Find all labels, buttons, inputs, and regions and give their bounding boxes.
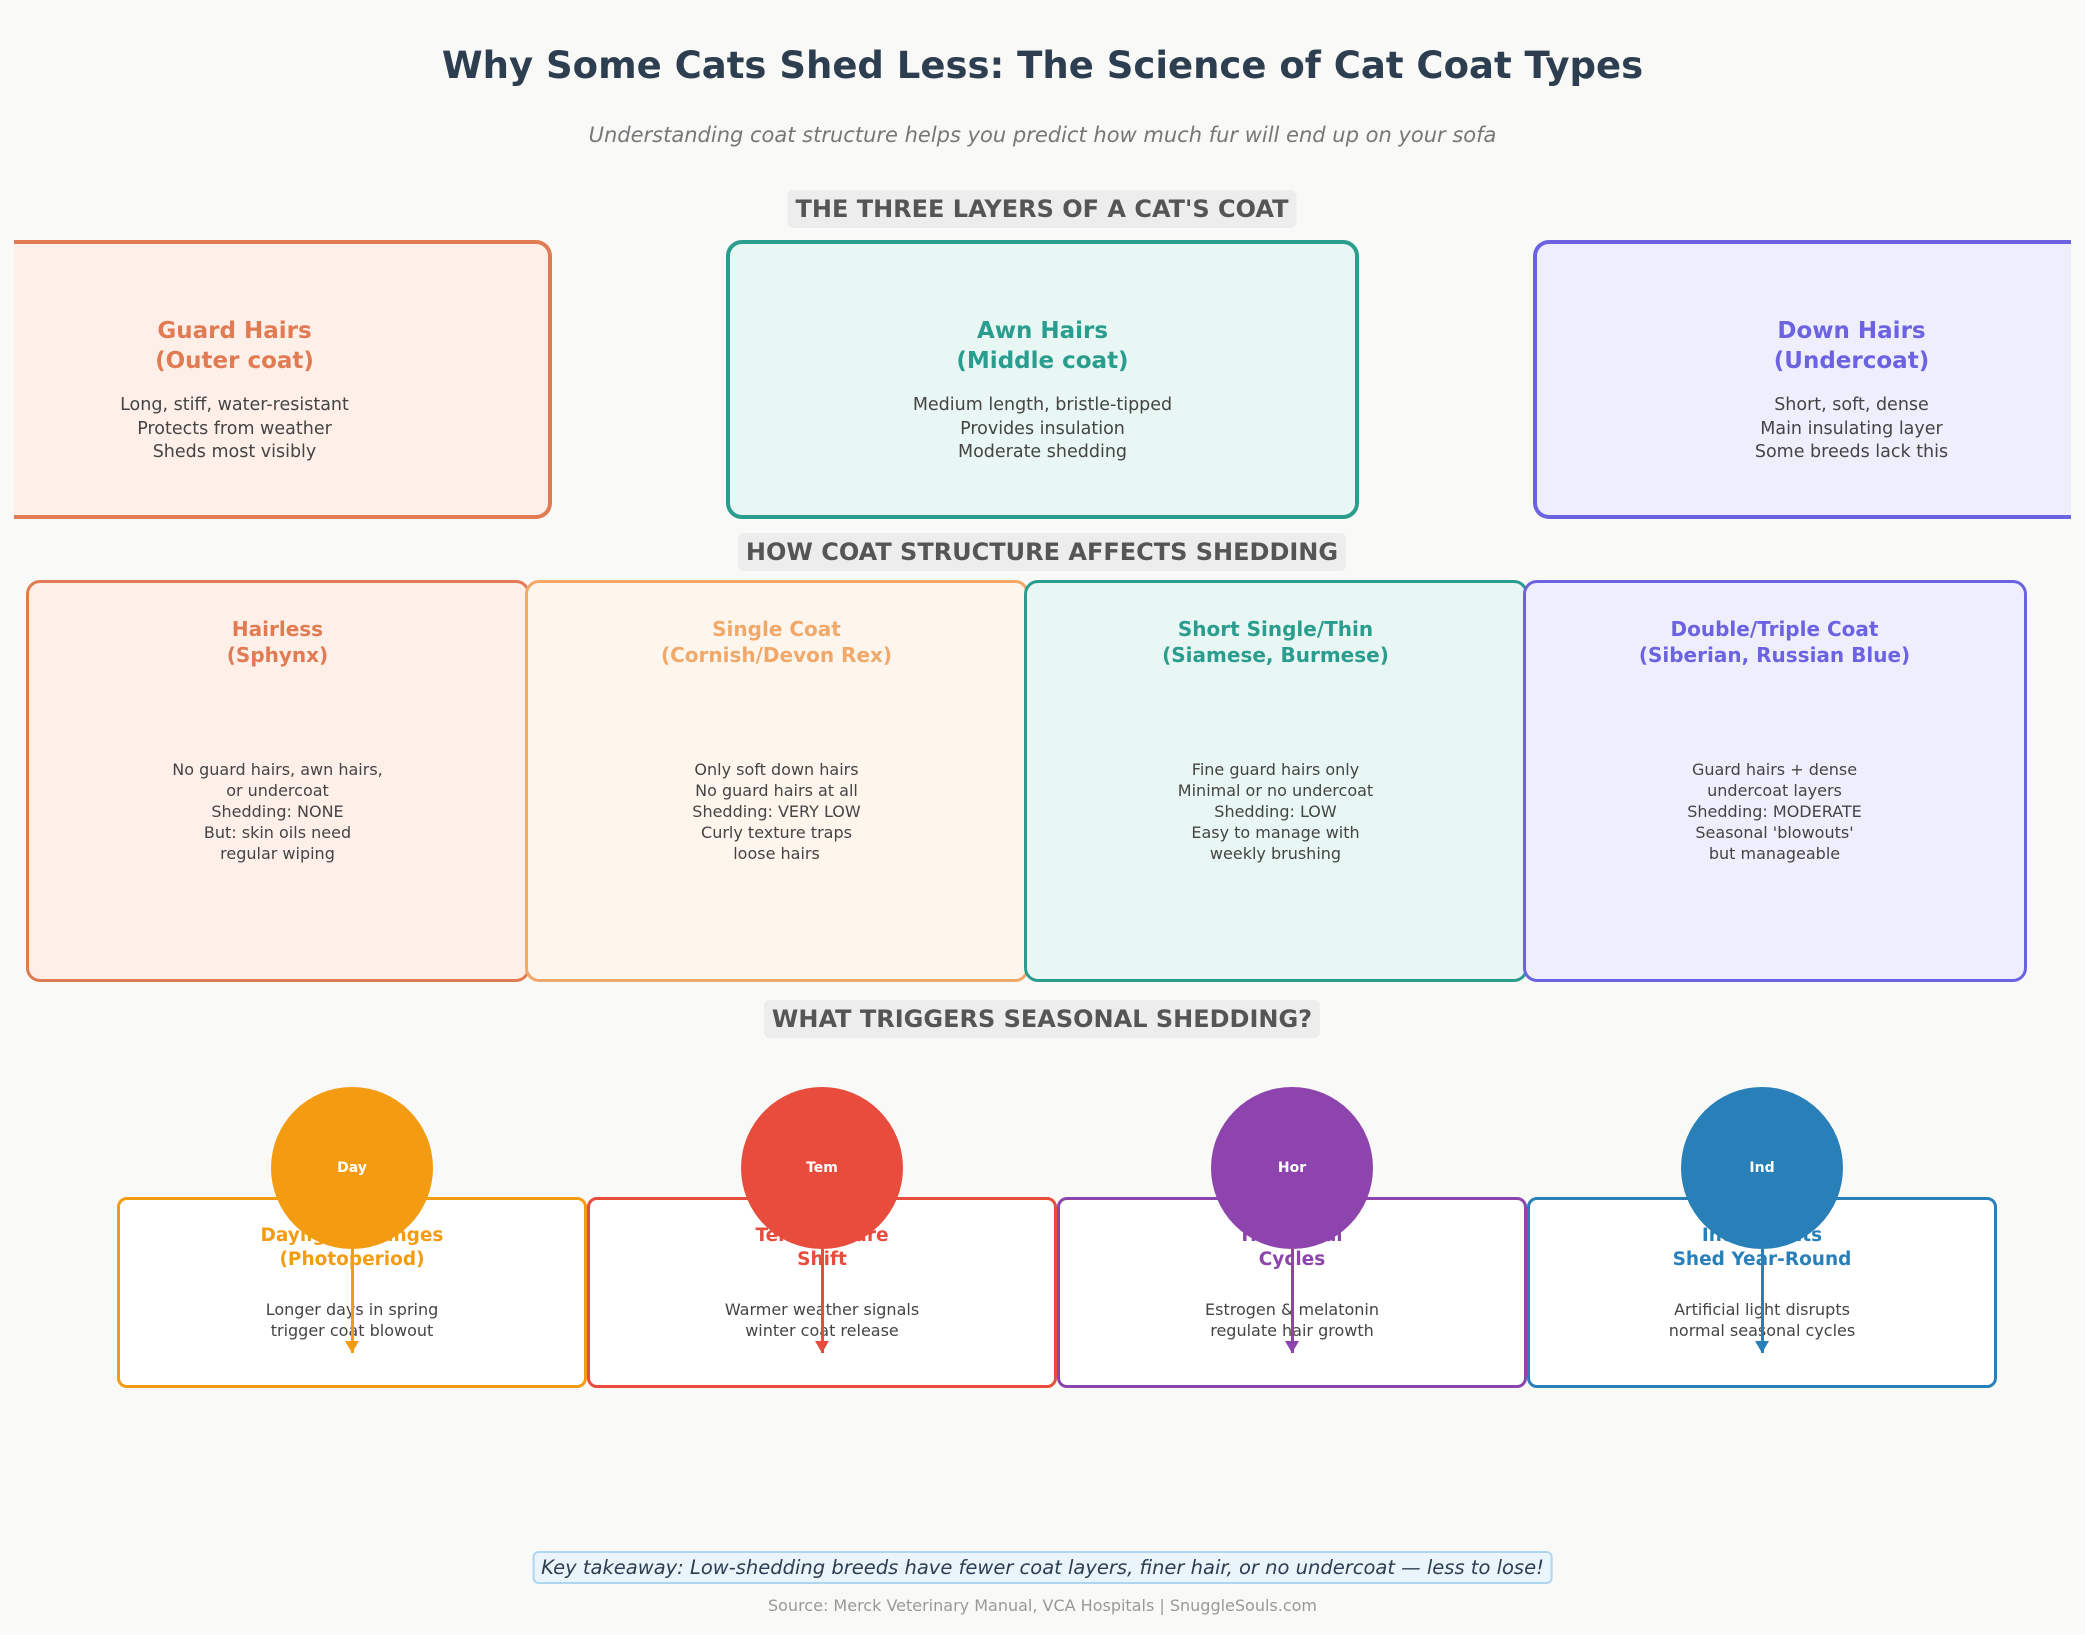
coat-description: Guard hairs + dense undercoat layers She… <box>1687 760 1862 863</box>
coat-description: Fine guard hairs only Minimal or no unde… <box>1177 760 1374 863</box>
coat-card-single-coat: Single Coat (Cornish/Devon Rex) Only sof… <box>525 580 1029 982</box>
layer-subtitle: (Undercoat) <box>1773 348 1930 374</box>
layer-subtitle: (Outer coat) <box>155 348 314 374</box>
arrow-shaft <box>351 1249 354 1353</box>
arrow-head-icon <box>345 1341 359 1353</box>
trigger-description: Longer days in spring trigger coat blowo… <box>265 1300 439 1340</box>
trigger-circle-hor: Hor <box>1211 1087 1373 1249</box>
layer-subtitle: (Middle coat) <box>956 348 1129 374</box>
coat-card-short-single: Short Single/Thin (Siamese, Burmese) Fin… <box>1024 580 1528 982</box>
coat-subtitle: (Sphynx) <box>226 643 329 667</box>
section-header-triggers: WHAT TRIGGERS SEASONAL SHEDDING? <box>763 1000 1321 1038</box>
page-subtitle: Understanding coat structure helps you p… <box>588 123 1497 147</box>
section-header-layers: THE THREE LAYERS OF A CAT'S COAT <box>787 190 1297 228</box>
layer-description: Medium length, bristle-tipped Provides i… <box>912 395 1173 462</box>
coat-card-hairless: Hairless (Sphynx) No guard hairs, awn ha… <box>26 580 530 982</box>
arrow-shaft <box>821 1249 824 1353</box>
layer-card-down-hairs: Down Hairs (Undercoat) Short, soft, dens… <box>1533 240 2071 519</box>
trigger-description: Warmer weather signals winter coat relea… <box>724 1300 920 1340</box>
coat-description: No guard hairs, awn hairs, or undercoat … <box>172 760 383 863</box>
coat-subtitle: (Siberian, Russian Blue) <box>1638 643 1911 667</box>
coat-title: Hairless <box>231 617 324 641</box>
coat-card-double-triple: Double/Triple Coat (Siberian, Russian Bl… <box>1523 580 2027 982</box>
layer-card-awn-hairs: Awn Hairs (Middle coat) Medium length, b… <box>726 240 1359 519</box>
key-takeaway: Key takeaway: Low-shedding breeds have f… <box>532 1551 1553 1584</box>
page-title: Why Some Cats Shed Less: The Science of … <box>441 44 1644 87</box>
layer-card-guard-hairs: Guard Hairs (Outer coat) Long, stiff, wa… <box>14 240 552 519</box>
layer-title: Guard Hairs <box>157 318 312 344</box>
layer-title: Down Hairs <box>1777 318 1926 344</box>
arrow-shaft <box>1761 1249 1764 1353</box>
coat-title: Short Single/Thin <box>1177 617 1374 641</box>
arrow-head-icon <box>815 1341 829 1353</box>
trigger-circle-tem: Tem <box>741 1087 903 1249</box>
layer-description: Short, soft, dense Main insulating layer… <box>1754 395 1949 462</box>
layer-title: Awn Hairs <box>976 318 1109 344</box>
layer-description: Long, stiff, water-resistant Protects fr… <box>120 395 349 462</box>
trigger-description: Estrogen & melatonin regulate hair growt… <box>1205 1300 1379 1340</box>
arrow-head-icon <box>1755 1341 1769 1353</box>
trigger-circle-ind: Ind <box>1681 1087 1843 1249</box>
source-footer: Source: Merck Veterinary Manual, VCA Hos… <box>767 1596 1318 1615</box>
coat-subtitle: (Siamese, Burmese) <box>1162 643 1389 667</box>
trigger-circle-day: Day <box>271 1087 433 1249</box>
coat-title: Double/Triple Coat <box>1670 617 1879 641</box>
arrow-shaft <box>1291 1249 1294 1353</box>
section-header-structure: HOW COAT STRUCTURE AFFECTS SHEDDING <box>737 533 1347 571</box>
coat-description: Only soft down hairs No guard hairs at a… <box>692 760 861 863</box>
arrow-head-icon <box>1285 1341 1299 1353</box>
coat-subtitle: (Cornish/Devon Rex) <box>660 643 893 667</box>
coat-title: Single Coat <box>712 617 841 641</box>
